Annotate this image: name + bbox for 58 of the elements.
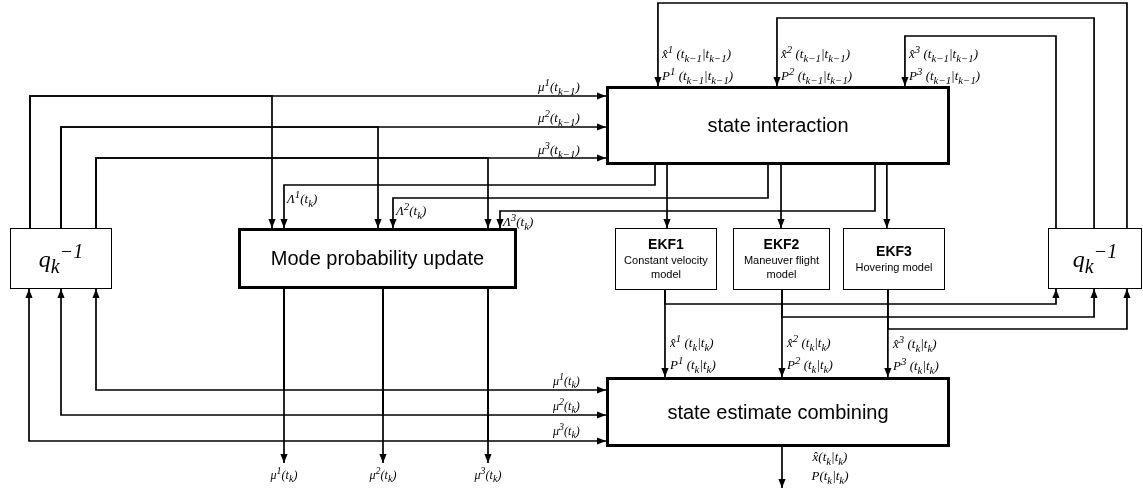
edge-label: μ$^{2}$(t$_{k}$) xyxy=(553,396,581,417)
edge-label: x̂$^{2}$ (t$_{k−1}$|t$_{k−1}$) P$^{2}$ (t$_{k−1}$|t$_{k−1}$) xyxy=(781,43,854,87)
box-label: Mode probability update xyxy=(270,247,485,270)
delay-box xyxy=(10,228,112,289)
box-label: state estimate combining xyxy=(667,400,889,424)
arrow xyxy=(883,164,891,229)
edge-label: μ$^{1}$(t$_{k−1}$) xyxy=(538,76,581,98)
process-box xyxy=(238,228,517,289)
edge-label: μ$^{3}$(t$_{k}$) xyxy=(553,421,581,442)
box-label: state interaction xyxy=(707,114,849,137)
arrow xyxy=(57,288,384,416)
filter-box xyxy=(615,228,717,290)
arrow xyxy=(781,288,1098,318)
edge-label: μ$^{3}$(t$_{k−1}$) xyxy=(538,139,581,161)
arrow xyxy=(777,164,785,229)
arrow xyxy=(29,95,276,229)
arrow xyxy=(496,164,876,229)
arrow xyxy=(379,288,387,464)
arrow xyxy=(773,17,1095,229)
filter-box xyxy=(733,228,830,290)
filter-box xyxy=(843,228,945,290)
arrow xyxy=(280,164,656,229)
arrow xyxy=(778,446,786,489)
process-box xyxy=(606,377,950,447)
edge-label: x̂$^{3}$ (t$_{k}$|t$_{k}$) P$^{3}$ (t$_{k}$|t$_{k}$) xyxy=(893,333,940,377)
arrow xyxy=(92,288,285,391)
arrow xyxy=(664,288,1060,305)
arrow xyxy=(95,157,492,229)
arrow xyxy=(887,288,1131,330)
model-description: Hovering model xyxy=(854,261,934,275)
arrow xyxy=(280,288,288,464)
edge-label: Λ$^{2}$(t$_{k}$) xyxy=(396,200,428,222)
arrow xyxy=(901,35,1057,229)
arrow xyxy=(654,2,1128,229)
edge-label: x̂$^{2}$ (t$_{k}$|t$_{k}$) P$^{2}$ (t$_{k}$|t$_{k}$) xyxy=(787,332,834,376)
edge-label: x̂$^{1}$ (t$_{k−1}$|t$_{k−1}$) P$^{1}$ (t$_{k−1}$|t$_{k−1}$) xyxy=(662,43,735,87)
edge-label: x̂$^{1}$ (t$_{k}$|t$_{k}$) P$^{1}$ (t$_{k}$|t$_{k}$) xyxy=(670,332,717,376)
arrow xyxy=(389,164,769,229)
edge-label: μ$^{1}$(t$_{k}$) xyxy=(269,465,299,486)
filter-name: EKF1 xyxy=(648,236,684,253)
filter-name: EKF2 xyxy=(763,236,800,253)
arrow xyxy=(60,126,382,229)
edge-label: μ$^{1}$(t$_{k}$) xyxy=(553,371,581,392)
edge-label: x̂(t$_{k}$|t$_{k}$) P(t$_{k}$|t$_{k}$) xyxy=(810,449,850,487)
model-description: Maneuver flight model xyxy=(742,254,821,282)
arrow xyxy=(484,288,492,464)
model-description: Constant velocity model xyxy=(623,254,709,282)
edge-label: Λ$^{1}$(t$_{k}$) xyxy=(287,188,319,210)
edge-label: Λ$^{3}$(t$_{k}$) xyxy=(503,211,535,233)
arrow xyxy=(663,164,671,229)
arrow xyxy=(25,288,489,442)
edge-label: μ$^{2}$(t$_{k−1}$) xyxy=(538,107,581,129)
process-box xyxy=(606,86,950,165)
edge-label: μ$^{2}$(t$_{k}$) xyxy=(368,465,398,486)
filter-name: EKF3 xyxy=(876,243,912,260)
edge-label: μ$^{3}$(t$_{k}$) xyxy=(473,465,503,486)
delay-box xyxy=(1048,228,1142,289)
edge-label: x̂$^{3}$ (t$_{k−1}$|t$_{k−1}$) P$^{3}$ (t$_{k−1}$|t$_{k−1}$) xyxy=(909,43,982,87)
